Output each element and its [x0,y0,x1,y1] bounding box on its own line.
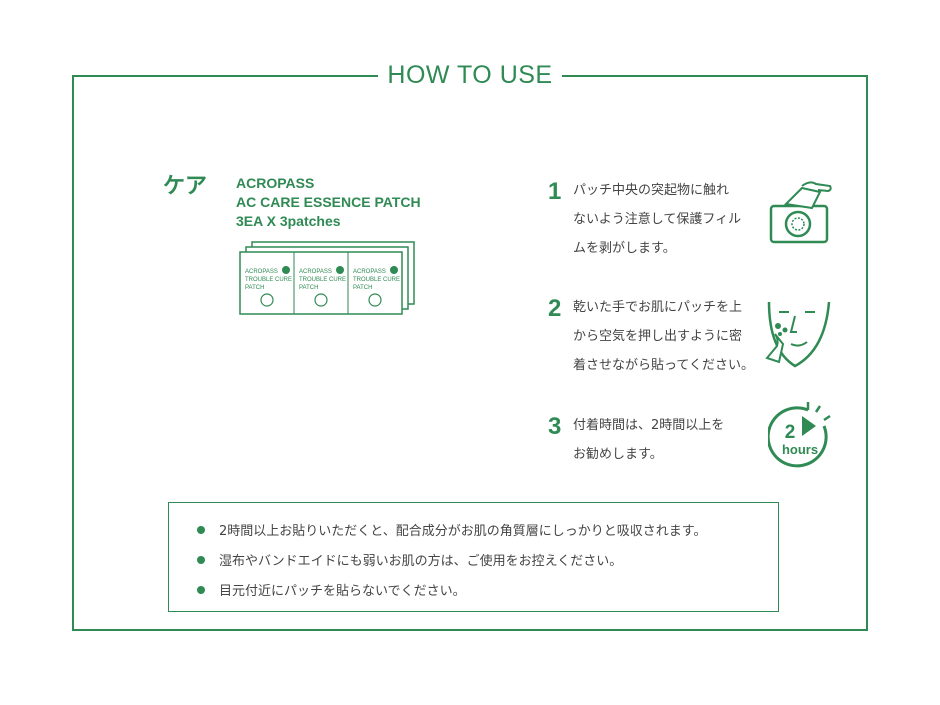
patch-microneedle-circle [314,293,328,307]
patch-sheet-image: ACROPASS TROUBLE CURE PATCH ACROPASS TROUBLE… [239,241,415,315]
step-3-number: 3 [548,413,562,440]
patch-print-text: ACROPASS [299,269,332,275]
step-3-line-1: 付着時間は、2時間以上を [573,418,725,433]
patch-print-text: TROUBLE CURE [299,277,346,283]
step-1-line-2: ないよう注意して保護フィル [573,212,742,227]
product-quantity: 3EA X 3patches [236,213,341,229]
note-item-3: 目元付近にパッチを貼らないでください。 [197,580,466,599]
bullet-icon [197,526,205,534]
face-apply-icon [765,301,831,368]
notes-box: 2時間以上お貼りいただくと、配合成分がお肌の角質層にしっかりと吸収されます。 湿… [168,502,779,612]
bullet-icon [197,556,205,564]
patch-print-text: ACROPASS [245,269,278,275]
two-hours-icon: 2 hours [768,402,831,468]
patch-print-text: ACROPASS [353,269,386,275]
patch-print-text: PATCH [353,285,372,291]
patch-microneedle-circle [368,293,382,307]
patch-logo-dot [282,266,290,274]
step-1-line-1: パッチ中央の突起物に触れ [573,183,730,198]
note-text-2: 湿布やバンドエイドにも弱いお肌の方は、ご使用をお控えください。 [219,554,623,569]
note-text-1: 2時間以上お貼りいただくと、配合成分がお肌の角質層にしっかりと吸収されます。 [219,524,707,539]
patch-logo-dot [390,266,398,274]
two-hours-number: 2 [785,422,796,443]
step-2-text: 乾いた手でお肌にパッチを上 から空気を押し出すように密 着させながら貼ってくださ… [573,293,763,380]
step-1-text: パッチ中央の突起物に触れ ないよう注意して保護フィル ムを剥がします。 [573,176,763,263]
patch-print-text: TROUBLE CURE [245,277,292,283]
product-name: AC CARE ESSENCE PATCH [236,194,421,210]
step-2-line-1: 乾いた手でお肌にパッチを上 [573,300,743,315]
step-1-line-3: ムを剥がします。 [573,241,676,256]
care-label: ケア [163,174,208,199]
patch-print-text: PATCH [245,285,264,291]
step-2-number: 2 [548,295,562,322]
product-brand: ACROPASS [236,175,315,191]
note-item-2: 湿布やバンドエイドにも弱いお肌の方は、ご使用をお控えください。 [197,550,622,569]
patch-print-text: TROUBLE CURE [353,277,400,283]
note-text-3: 目元付近にパッチを貼らないでください。 [219,584,466,599]
step-2-line-2: から空気を押し出すように密 [573,329,743,344]
two-hours-label: hours [782,442,818,457]
patch-print-text: PATCH [299,285,318,291]
bullet-icon [197,586,205,594]
patch-logo-dot [336,266,344,274]
patch-microneedle-circle [260,293,274,307]
product-info: ACROPASS AC CARE ESSENCE PATCH 3EA X 3pa… [236,174,421,231]
step-2-line-3: 着させながら貼ってください。 [573,358,754,373]
step-3-text: 付着時間は、2時間以上を お勧めします。 [573,411,763,469]
note-item-1: 2時間以上お貼りいただくと、配合成分がお肌の角質層にしっかりと吸収されます。 [197,520,706,539]
step-1-number: 1 [548,178,562,205]
page-title: HOW TO USE [378,58,562,92]
step-3-line-2: お勧めします。 [573,447,663,462]
peel-film-icon [769,181,832,244]
